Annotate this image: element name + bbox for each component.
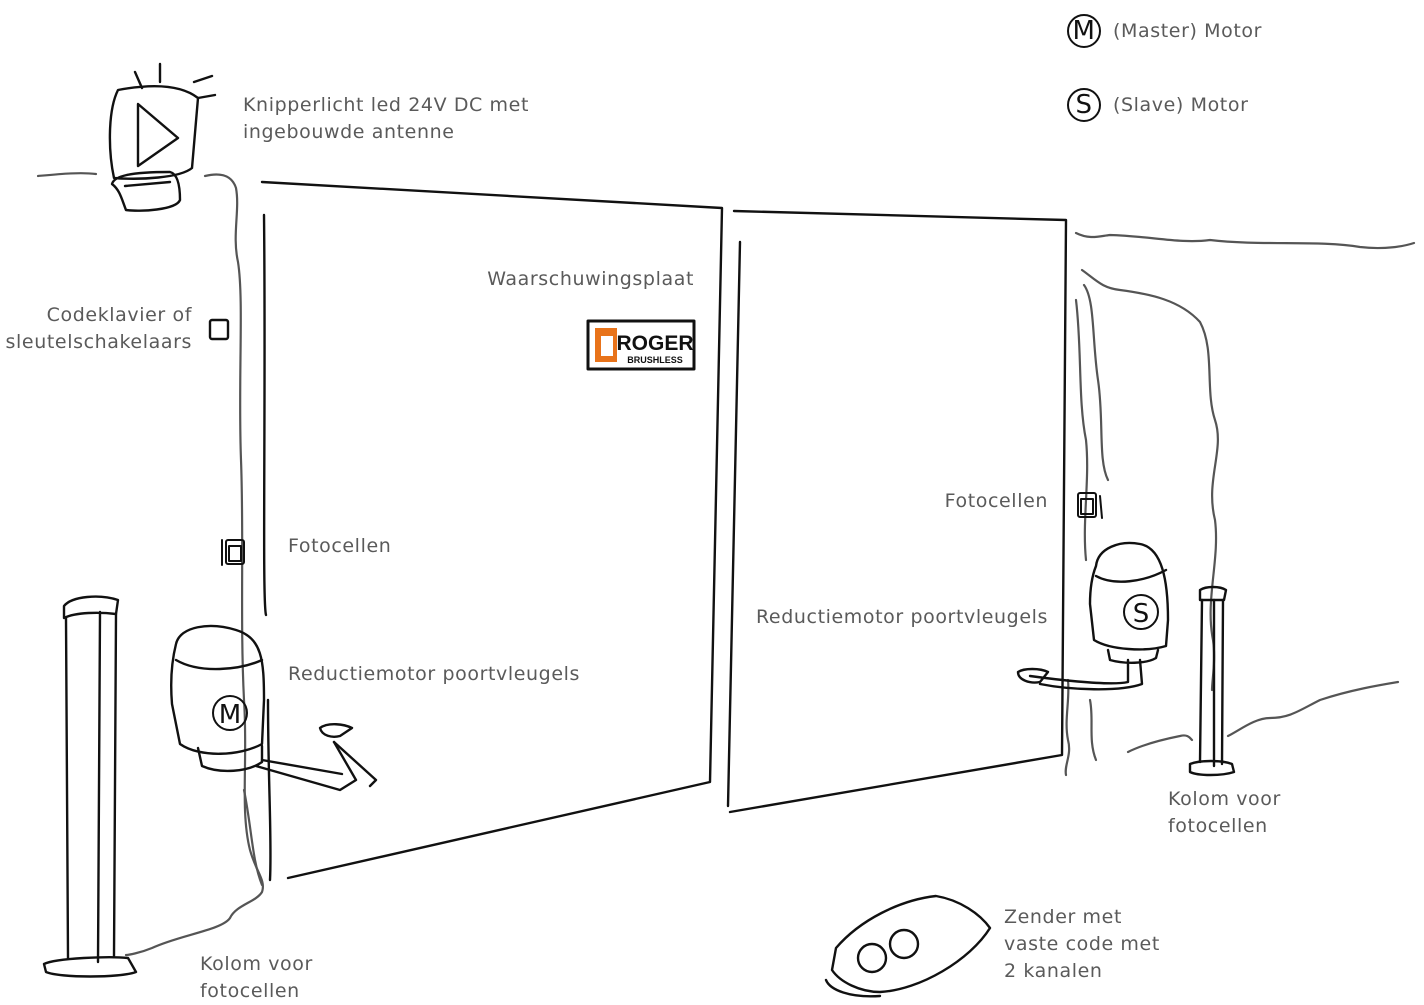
label-transmitter: Zender met vaste code met 2 kanalen — [1004, 904, 1160, 985]
label-line: 2 kanalen — [1004, 958, 1160, 985]
legend-master: M (Master) Motor — [1067, 14, 1262, 48]
label-line: Codeklavier of — [6, 302, 192, 329]
flashing-light — [110, 64, 215, 211]
legend-slave-text: (Slave) Motor — [1113, 94, 1248, 116]
label-line: fotocellen — [200, 978, 313, 1005]
label-photocells-right: Fotocellen — [945, 488, 1048, 515]
label-line: Fotocellen — [945, 488, 1048, 515]
label-line: Waarschuwingsplaat — [487, 266, 694, 293]
label-line: Reductiemotor poortvleugels — [756, 604, 1048, 631]
label-line: fotocellen — [1168, 813, 1281, 840]
label-line: vaste code met — [1004, 931, 1160, 958]
label-motor-left: Reductiemotor poortvleugels — [288, 661, 580, 688]
label-line: Kolom voor — [1168, 786, 1281, 813]
wall-outline-right — [1066, 233, 1414, 775]
slave-symbol-icon: S — [1067, 88, 1101, 122]
plate-brand: ROGER — [616, 332, 693, 355]
label-line: Fotocellen — [288, 533, 391, 560]
motor-slave-letter: S — [1133, 599, 1150, 629]
label-photocells-left: Fotocellen — [288, 533, 391, 560]
label-line: Reductiemotor poortvleugels — [288, 661, 580, 688]
label-line: sleutelschakelaars — [6, 329, 192, 356]
keypad-icon — [210, 320, 228, 339]
plate-sub: BRUSHLESS — [627, 355, 683, 365]
label-motor-right: Reductiemotor poortvleugels — [756, 604, 1048, 631]
label-flashing-light: Knipperlicht led 24V DC met ingebouwde a… — [243, 92, 529, 146]
label-keypad: Codeklavier of sleutelschakelaars — [6, 302, 192, 356]
legend-slave: S (Slave) Motor — [1067, 88, 1248, 122]
motor-master — [171, 626, 376, 790]
master-symbol-icon: M — [1067, 14, 1101, 48]
label-line: Zender met — [1004, 904, 1160, 931]
label-line: Knipperlicht led 24V DC met — [243, 92, 529, 119]
photocell-right-icon — [1078, 493, 1102, 518]
label-column-right: Kolom voor fotocellen — [1168, 786, 1281, 840]
label-line: ingebouwde antenne — [243, 119, 529, 146]
label-column-left: Kolom voor fotocellen — [200, 951, 313, 1005]
photocell-left-icon — [222, 540, 244, 565]
motor-master-letter: M — [219, 700, 241, 730]
transmitter-remote — [826, 896, 990, 996]
label-line: Kolom voor — [200, 951, 313, 978]
label-warning-plate: Waarschuwingsplaat — [487, 266, 694, 293]
legend-master-text: (Master) Motor — [1113, 20, 1262, 42]
column-left — [44, 597, 136, 977]
